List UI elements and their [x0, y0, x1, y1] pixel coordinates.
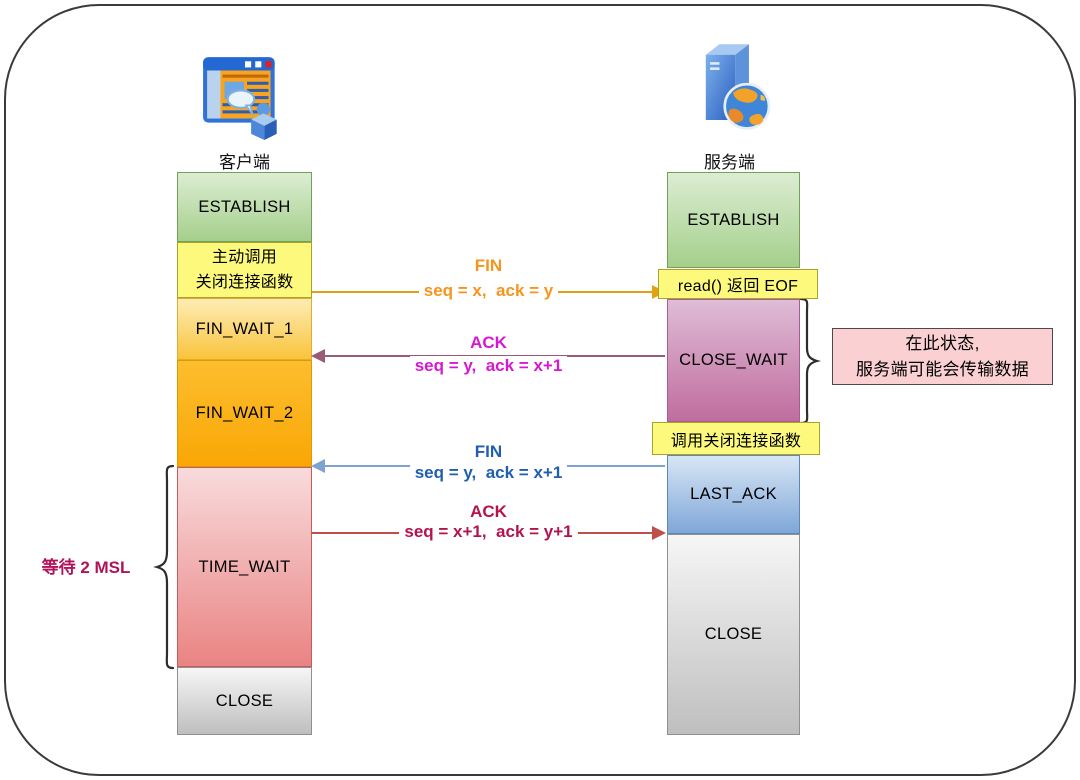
fin-2-name: FIN: [474, 442, 503, 461]
server-close-call-note: 调用关闭连接函数: [652, 422, 820, 455]
close-wait-brace: [799, 297, 821, 425]
close-wait-note: 在此状态, 服务端可能会传输数据: [832, 328, 1053, 385]
fin-2-arrowhead-icon: [311, 459, 325, 473]
client-time-wait-label: TIME_WAIT: [198, 557, 291, 576]
client-state-time-wait: TIME_WAIT: [177, 467, 312, 667]
server-actor: 服务端: [662, 40, 797, 173]
close-wait-note-text: 在此状态, 服务端可能会传输数据: [856, 333, 1029, 379]
rounded-border: [4, 4, 1076, 776]
server-last-ack-label: LAST_ACK: [690, 485, 777, 503]
client-fin-wait-2-label: FIN_WAIT_2: [195, 404, 294, 422]
client-state-fin-wait-2: FIN_WAIT_2: [177, 360, 312, 467]
fin-1-detail: seq = x, ack = y: [418, 281, 559, 301]
client-actor: 客户端: [177, 48, 312, 173]
wait-2msl-label: 等待 2 MSL: [41, 558, 131, 577]
client-close-call-note: 主动调用 关闭连接函数: [177, 242, 312, 298]
browser-user-icon: [202, 57, 277, 140]
fin-2-detail: seq = y, ack = x+1: [409, 463, 568, 483]
server-label: 服务端: [704, 153, 755, 172]
server-close-call-label: 调用关闭连接函数: [670, 432, 802, 450]
server-close-wait-label: CLOSE_WAIT: [679, 351, 788, 369]
server-close-label: CLOSE: [704, 625, 763, 643]
client-close-call-note-label: 主动调用 关闭连接函数: [195, 249, 294, 291]
time-wait-brace: [153, 464, 175, 670]
ack-1-arrowhead-icon: [311, 349, 325, 363]
client-establish-label: ESTABLISH: [198, 197, 291, 216]
server-read-eof-note: read() 返回 EOF: [658, 269, 818, 299]
server-establish-label: ESTABLISH: [687, 210, 780, 229]
ack-1-detail: seq = y, ack = x+1: [409, 356, 568, 376]
client-close-label: CLOSE: [215, 691, 274, 710]
ack-2-name: ACK: [470, 502, 507, 521]
ack-2-detail: seq = x+1, ack = y+1: [399, 522, 578, 542]
server-state-close-wait: CLOSE_WAIT: [667, 299, 800, 422]
server-state-establish: ESTABLISH: [667, 172, 800, 268]
ack-2-arrowhead-icon: [652, 526, 666, 540]
fin-1-name: FIN: [474, 256, 503, 275]
client-state-establish: ESTABLISH: [177, 172, 312, 242]
server-read-eof-label: read() 返回 EOF: [677, 278, 799, 295]
server-state-last-ack: LAST_ACK: [667, 455, 800, 534]
client-state-fin-wait-1: FIN_WAIT_1: [177, 298, 312, 360]
client-label: 客户端: [219, 153, 270, 172]
server-globe-icon: [705, 44, 770, 130]
server-state-close: CLOSE: [667, 534, 800, 735]
client-state-close: CLOSE: [177, 667, 312, 735]
client-fin-wait-1-label: FIN_WAIT_1: [195, 319, 294, 338]
ack-1-name: ACK: [470, 333, 507, 352]
